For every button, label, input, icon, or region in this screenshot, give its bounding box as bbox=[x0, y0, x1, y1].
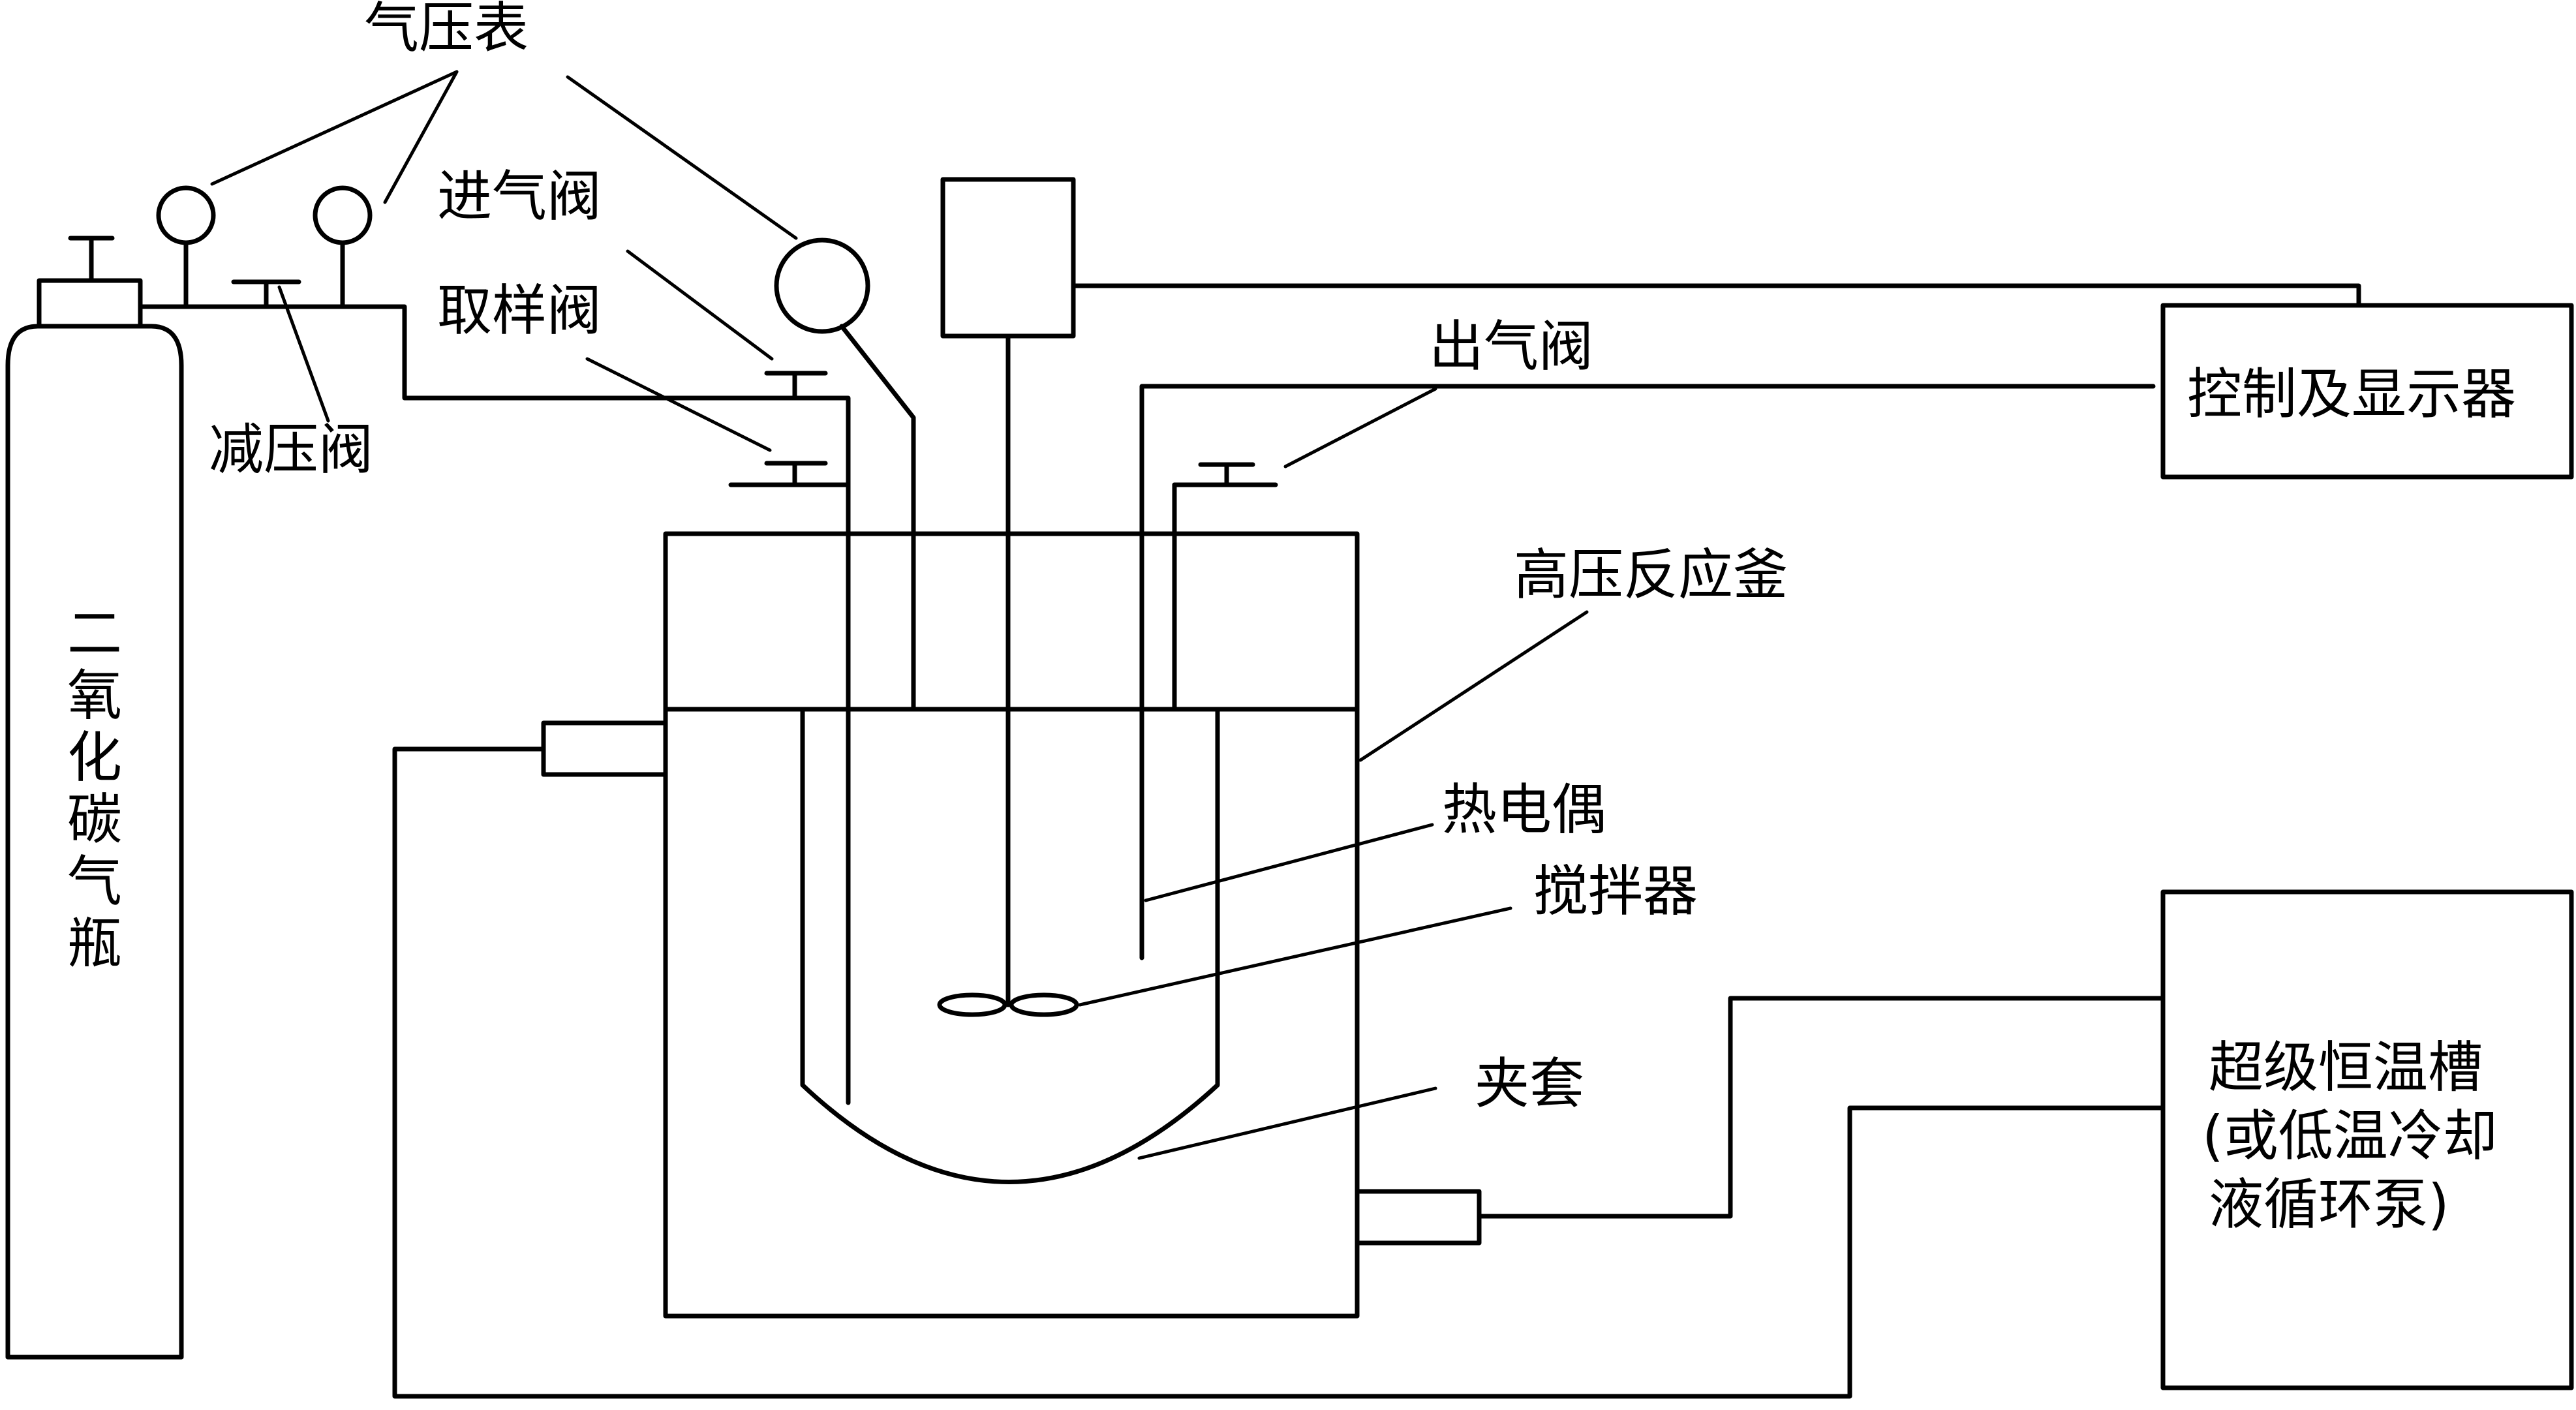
circulation-pipe-return bbox=[1477, 996, 2166, 1219]
outlet-valve bbox=[1198, 462, 1255, 487]
label-stirrer: 搅拌器 bbox=[1533, 859, 1698, 923]
outlet-pipe bbox=[1172, 482, 1278, 712]
sampling-valve-and-dip-tube bbox=[728, 461, 851, 1105]
cylinder-label: 二 氧 化 碳 气 瓶 bbox=[67, 602, 122, 975]
pressure-gauge-3 bbox=[774, 238, 870, 334]
co2-cylinder bbox=[5, 236, 184, 1360]
label-inlet-valve: 进气阀 bbox=[437, 164, 602, 228]
gas-supply-pipe bbox=[138, 304, 851, 712]
gauge-3-pipe bbox=[839, 324, 916, 712]
circulation-pipe-supply bbox=[392, 746, 2166, 1399]
inlet-valve bbox=[764, 371, 828, 401]
pressure-reducing-valve bbox=[231, 279, 301, 309]
cylinder-label-char: 碳 bbox=[67, 788, 122, 851]
label-pressure-reducing-valve: 减压阀 bbox=[209, 418, 373, 482]
pressure-gauge-1 bbox=[156, 185, 216, 309]
label-reactor: 高压反应釜 bbox=[1514, 543, 1788, 607]
stirrer-paddle bbox=[937, 992, 1079, 1017]
cylinder-label-char: 气 bbox=[67, 850, 122, 913]
cylinder-label-char: 二 bbox=[67, 602, 122, 666]
label-outlet-valve: 出气阀 bbox=[1429, 314, 1593, 378]
label-bath-line1: 超级恒温槽 bbox=[2209, 1035, 2483, 1099]
cylinder-label-char: 氧 bbox=[67, 664, 122, 728]
label-gauge: 气压表 bbox=[364, 0, 529, 60]
reactor-jacket bbox=[663, 707, 1360, 1319]
label-bath-line2: (或低温冷却 bbox=[2202, 1104, 2498, 1168]
controller-box bbox=[2160, 303, 2574, 480]
reactor-lid bbox=[663, 531, 1360, 712]
jacket-port-inlet bbox=[541, 720, 668, 777]
pressure-gauge-2 bbox=[313, 185, 373, 309]
jacket-port-outlet bbox=[1355, 1189, 1482, 1246]
label-sampling-valve: 取样阀 bbox=[437, 279, 602, 343]
label-bath-line3: 液循环泵) bbox=[2209, 1172, 2449, 1236]
thermostat-bath-box bbox=[2160, 889, 2574, 1390]
label-controller: 控制及显示器 bbox=[2187, 362, 2516, 426]
stirrer-motor bbox=[940, 177, 2361, 339]
label-jacket: 夹套 bbox=[1475, 1052, 1584, 1116]
leader-lines bbox=[210, 70, 1589, 1160]
label-thermocouple: 热电偶 bbox=[1442, 778, 1606, 842]
inner-vessel bbox=[800, 707, 1220, 1184]
cylinder-label-char: 瓶 bbox=[67, 912, 122, 975]
cylinder-label-char: 化 bbox=[67, 726, 122, 789]
thermocouple-line bbox=[1139, 384, 2156, 960]
